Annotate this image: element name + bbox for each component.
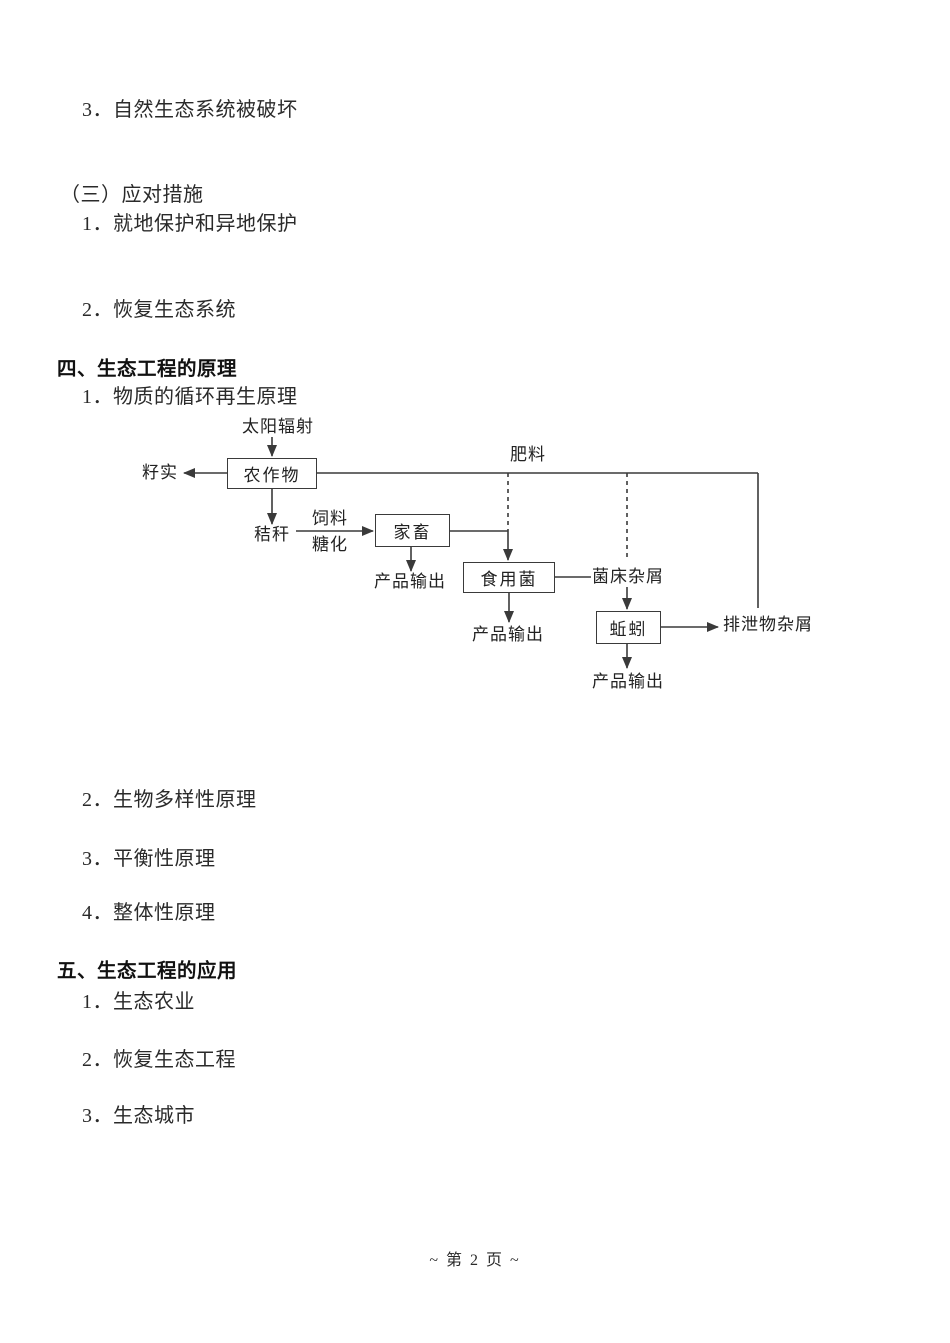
outline-item-principle-1: 1．物质的循环再生原理 <box>82 386 298 408</box>
outline-item-threat-3: 3．自然生态系统被破坏 <box>82 99 298 121</box>
outline-heading-measures: （三）应对措施 <box>60 184 204 206</box>
label-excreta-scraps: 排泄物杂屑 <box>723 615 813 634</box>
outline-item-measures-1: 1．就地保护和异地保护 <box>82 213 298 235</box>
node-livestock-label: 家畜 <box>393 523 432 542</box>
section-heading-applications: 五、生态工程的应用 <box>57 960 238 982</box>
label-fungus-bed-scraps: 菌床杂屑 <box>592 567 664 586</box>
label-seeds: 籽实 <box>142 463 178 482</box>
outline-item-principle-2: 2．生物多样性原理 <box>82 789 257 811</box>
outline-item-measures-2: 2．恢复生态系统 <box>82 299 236 321</box>
outline-item-principle-4: 4．整体性原理 <box>82 902 216 924</box>
label-straw: 秸秆 <box>254 525 290 544</box>
page-number: ~ 第 2 页 ~ <box>429 1252 521 1269</box>
outline-item-application-2: 2．恢复生态工程 <box>82 1049 236 1071</box>
diagram-connectors <box>183 437 759 669</box>
label-product-output-fungus: 产品输出 <box>472 625 544 644</box>
label-saccharification: 糖化 <box>312 535 348 554</box>
label-fertilizer: 肥料 <box>510 445 546 464</box>
label-solar-radiation: 太阳辐射 <box>242 417 314 436</box>
node-edible-fungus-label: 食用菌 <box>480 570 538 589</box>
node-earthworm-label: 蚯蚓 <box>609 620 648 639</box>
node-livestock: 家畜 <box>375 514 450 547</box>
label-product-output-earthworm: 产品输出 <box>592 672 664 691</box>
outline-item-application-1: 1．生态农业 <box>82 991 195 1013</box>
outline-item-application-3: 3．生态城市 <box>82 1105 195 1127</box>
node-crop-label: 农作物 <box>243 466 301 485</box>
label-product-output-livestock: 产品输出 <box>374 572 446 591</box>
outline-item-principle-3: 3．平衡性原理 <box>82 848 216 870</box>
section-heading-principles: 四、生态工程的原理 <box>57 358 238 380</box>
label-feed: 饲料 <box>312 509 348 528</box>
material-recycling-diagram: 农作物 家畜 食用菌 蚯蚓 太阳辐射 籽实 肥料 秸秆 饲料 糖化 产品输出 产… <box>130 415 845 715</box>
node-crop: 农作物 <box>227 458 317 489</box>
node-earthworm: 蚯蚓 <box>596 611 661 644</box>
node-edible-fungus: 食用菌 <box>463 562 555 593</box>
